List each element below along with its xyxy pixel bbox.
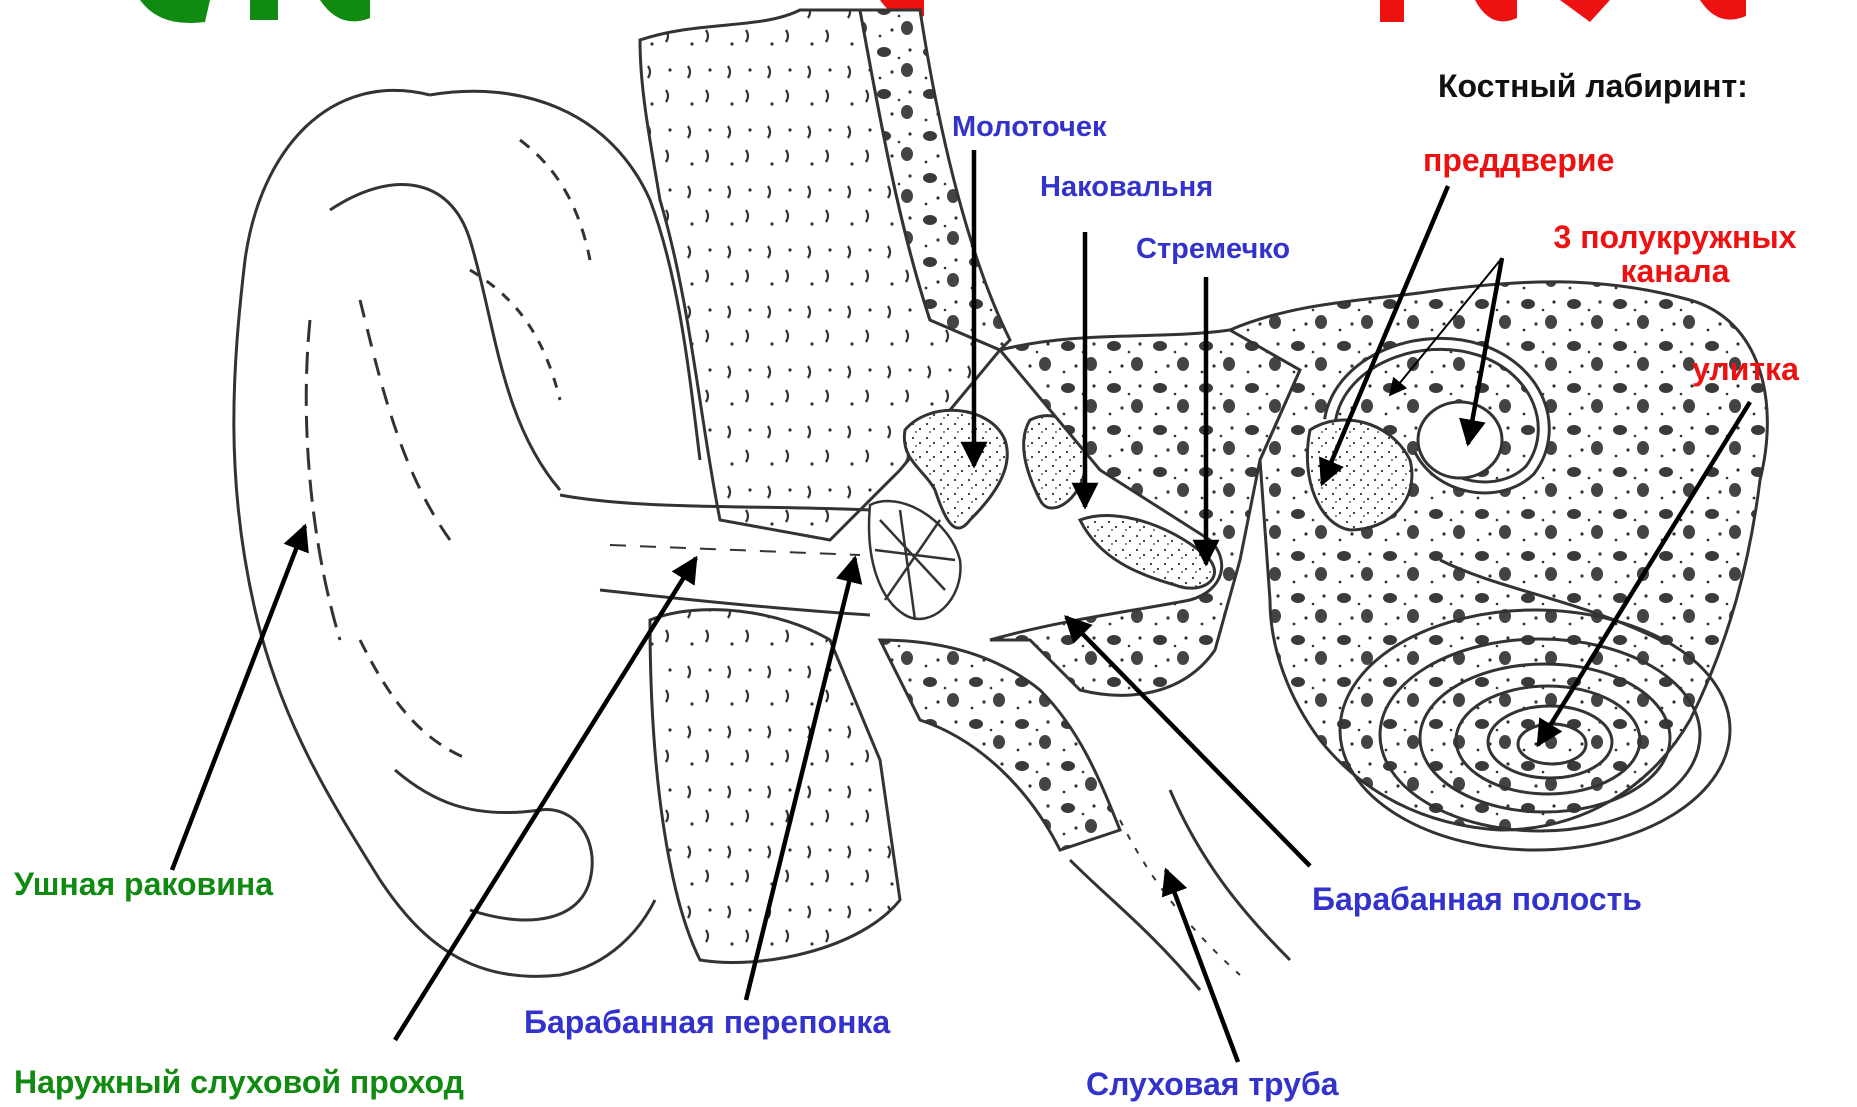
inner-ear-drawing: [1230, 282, 1767, 850]
label-tympanic-cavity: Барабанная полость: [1312, 883, 1642, 917]
label-eardrum: Барабанная перепонка: [524, 1006, 890, 1040]
label-semicircular-line1: 3 полукружных: [1554, 219, 1797, 255]
label-semicircular-canals: 3 полукружных канала: [1510, 221, 1840, 288]
label-semicircular-line2: канала: [1620, 253, 1729, 289]
label-cochlea: улитка: [1692, 353, 1799, 387]
label-auditory-tube: Слуховая труба: [1086, 1068, 1339, 1102]
arrow-auditory-tube: [1166, 870, 1238, 1062]
label-bony-labyrinth: Костный лабиринт:: [1438, 70, 1748, 104]
label-ear-canal: Наружный слуховой проход: [14, 1066, 464, 1100]
label-stapes: Стремечко: [1136, 234, 1290, 264]
label-incus: Наковальня: [1040, 172, 1213, 202]
label-vestibule: преддверие: [1423, 144, 1614, 178]
label-malleus: Молоточек: [952, 112, 1106, 142]
label-auricle: Ушная раковина: [14, 868, 273, 902]
arrow-auricle: [172, 526, 305, 870]
title-fragment: [140, 0, 1746, 23]
